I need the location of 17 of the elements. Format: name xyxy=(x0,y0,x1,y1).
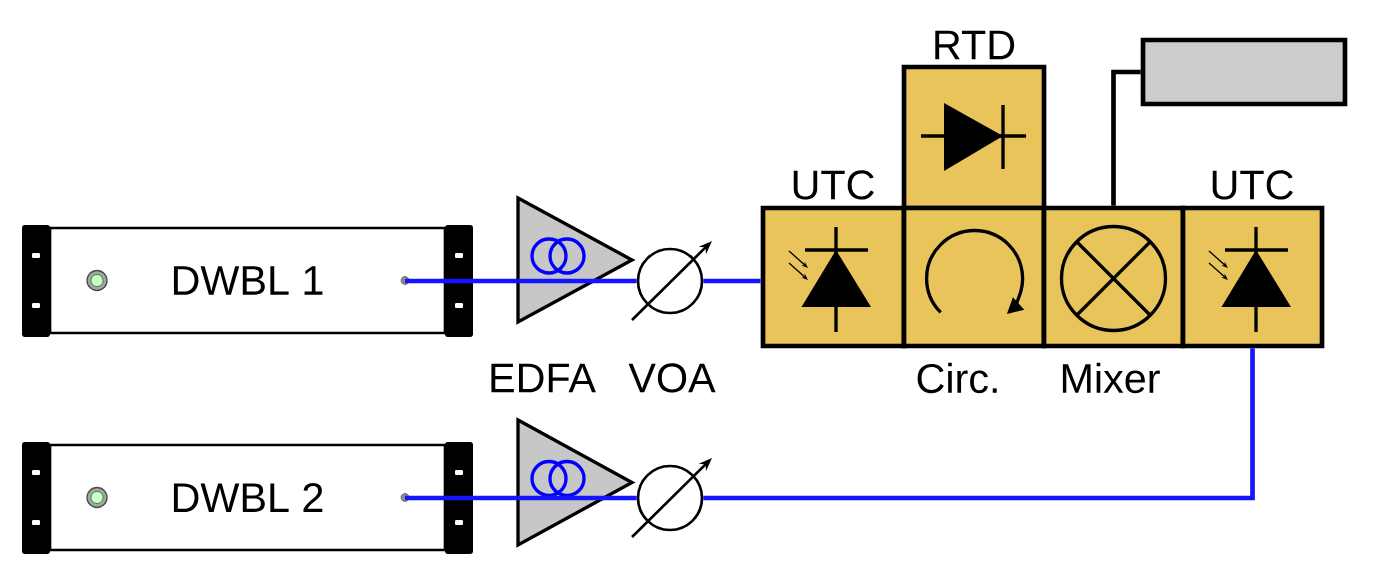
connector-line xyxy=(703,348,1255,501)
connector-line xyxy=(1111,69,1141,206)
component-label: UTC xyxy=(793,170,874,200)
component-label: Mixer xyxy=(1062,362,1160,394)
connector-line xyxy=(405,495,518,501)
connector-line xyxy=(517,495,637,501)
rack-unit: DWBL 1 xyxy=(22,225,473,337)
component-label: UTC xyxy=(1212,170,1293,200)
connector-line xyxy=(517,278,637,284)
component-label: Circ. xyxy=(917,362,997,394)
rack-unit: DWBL 2 xyxy=(22,442,473,554)
component-label: EDFA xyxy=(491,363,596,393)
component-label: RTD xyxy=(935,30,1015,60)
connector-line xyxy=(703,278,761,284)
component-label: VOA xyxy=(628,363,716,393)
instrument-box xyxy=(1140,37,1348,107)
connector-line xyxy=(405,278,518,284)
